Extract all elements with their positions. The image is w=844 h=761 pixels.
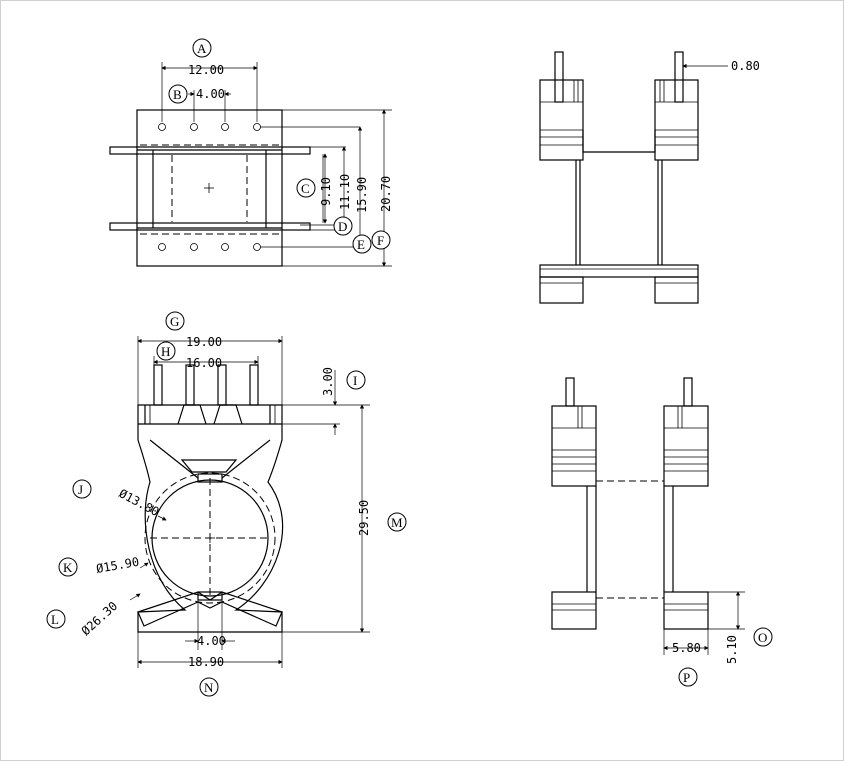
svg-text:J: J [78, 482, 83, 497]
label-K: K [58, 557, 78, 577]
dim-B-text: 4.00 [196, 87, 225, 101]
top-left-view [109, 62, 392, 267]
dim-D-text: 11.10 [338, 174, 352, 210]
dim-A-text: 12.00 [188, 63, 224, 77]
svg-text:I: I [353, 373, 357, 388]
dim-E-text: 15.90 [355, 177, 369, 213]
label-G: G [165, 311, 185, 331]
dim-O-text: 5.10 [725, 635, 739, 664]
dim-H-text: 16.00 [186, 356, 222, 370]
label-E: E [352, 234, 372, 254]
label-I: I [346, 370, 366, 390]
svg-text:K: K [63, 560, 73, 575]
label-N: N [199, 677, 219, 697]
label-J: J [72, 479, 92, 499]
label-C: C [296, 178, 316, 198]
svg-text:E: E [357, 237, 365, 252]
dim-P-text: 5.80 [672, 641, 701, 655]
dim-M-text: 29.50 [357, 500, 371, 536]
label-H: H [156, 341, 176, 361]
bottom-left-view [129, 336, 370, 668]
label-A: A [192, 38, 212, 58]
dim-C-text: 9.10 [319, 177, 333, 206]
dim-K-text: Ø15.90 [95, 555, 140, 576]
label-F: F [371, 230, 391, 250]
svg-text:N: N [204, 680, 214, 695]
svg-text:L: L [51, 612, 59, 627]
label-D: D [333, 216, 353, 236]
dim-N-slot-text: 4.00 [197, 634, 226, 648]
svg-text:A: A [197, 41, 207, 56]
dim-L-text: Ø26.30 [79, 599, 121, 638]
svg-text:B: B [173, 87, 182, 102]
svg-text:G: G [170, 314, 179, 329]
svg-text:F: F [377, 233, 384, 248]
label-B: B [168, 84, 188, 104]
dim-F-text: 20.70 [379, 176, 393, 212]
top-right-view [539, 51, 728, 304]
label-O: O [753, 627, 773, 647]
label-L: L [46, 609, 66, 629]
dim-N-width-text: 18.90 [188, 655, 224, 669]
svg-text:M: M [391, 515, 403, 530]
svg-text:D: D [338, 219, 347, 234]
dim-J-text: Ø13.80 [117, 486, 162, 519]
bottom-right-view [551, 377, 745, 655]
svg-text:C: C [301, 181, 310, 196]
dim-pin-text: 0.80 [731, 59, 760, 73]
svg-text:P: P [683, 670, 690, 685]
label-P: P [678, 667, 698, 687]
svg-text:O: O [758, 630, 767, 645]
dim-I-text: 3.00 [321, 367, 335, 396]
label-M: M [387, 512, 407, 532]
svg-text:H: H [161, 344, 170, 359]
dim-G-text: 19.00 [186, 335, 222, 349]
